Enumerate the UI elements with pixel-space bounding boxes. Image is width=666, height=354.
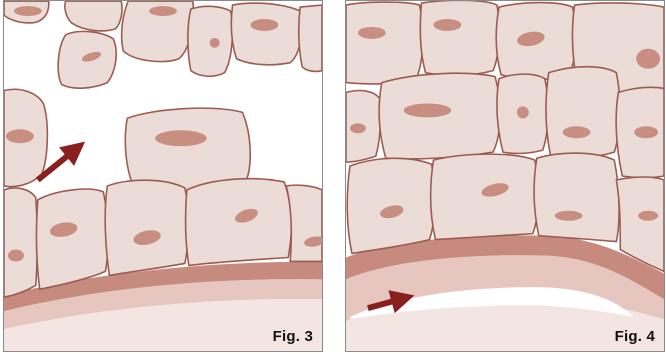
nucleus <box>636 49 660 69</box>
figure-panel-3: Fig. 3 <box>3 0 323 352</box>
nucleus <box>210 38 220 48</box>
figure-panel-4: Fig. 4 <box>345 0 665 352</box>
epithelial-cell <box>286 185 322 261</box>
epithelial-cell <box>105 180 188 275</box>
nucleus <box>517 106 529 118</box>
nucleus <box>14 6 42 16</box>
nucleus <box>433 19 461 31</box>
nucleus <box>563 126 591 138</box>
nucleus <box>634 126 658 138</box>
nucleus <box>555 211 583 221</box>
nucleus <box>638 211 658 221</box>
epithelial-cell <box>4 188 37 297</box>
nucleus <box>155 130 207 146</box>
nucleus <box>358 27 386 39</box>
figure-label: Fig. 4 <box>615 328 655 345</box>
epithelial-cell <box>546 67 620 159</box>
epithelial-cell <box>231 3 301 65</box>
figure-label: Fig. 3 <box>273 328 313 345</box>
epithelial-cell <box>346 2 423 84</box>
epithelial-cell <box>36 189 108 289</box>
nucleus <box>250 19 278 31</box>
nucleus <box>6 129 34 143</box>
nucleus <box>149 6 177 16</box>
epithelial-cell <box>299 5 322 71</box>
nucleus <box>404 103 452 117</box>
fig4-illustration <box>346 1 664 351</box>
epithelial-cell <box>420 1 499 75</box>
epithelial-cell <box>431 154 539 239</box>
epithelial-cell <box>534 153 619 242</box>
fig3-illustration <box>4 1 322 351</box>
nucleus <box>8 250 24 262</box>
nucleus <box>350 123 366 133</box>
epithelial-cell <box>65 1 122 31</box>
